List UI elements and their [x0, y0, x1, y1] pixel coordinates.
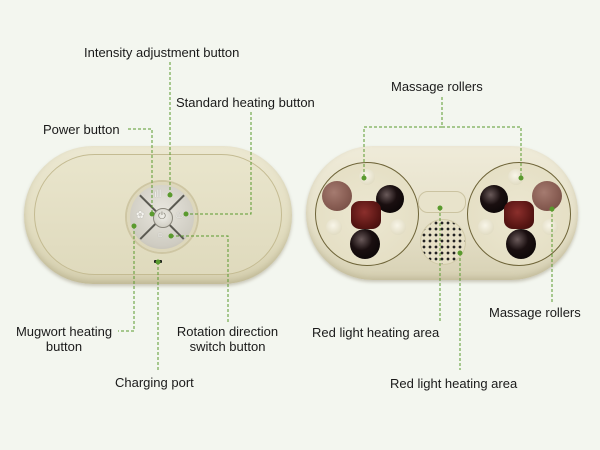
leaf-icon[interactable]: ✿: [136, 210, 145, 221]
massage-roller: [532, 181, 562, 211]
label-rotation-direction-switch-button: Rotation direction switch button: [170, 324, 285, 354]
massager-roller-side: [306, 146, 578, 280]
massage-roller: [480, 185, 508, 213]
circle-rotate-icon[interactable]: ○: [157, 230, 164, 241]
red-light-heating-window: [418, 191, 466, 213]
massage-roller-center: [351, 201, 381, 229]
control-pad: ıll ♨ ✿ ○ ⏻: [127, 182, 197, 252]
charging-port: [154, 260, 162, 263]
roller-disc-left: [315, 162, 419, 266]
label-massage-rollers-top: Massage rollers: [391, 79, 483, 94]
label-line: button: [45, 339, 83, 354]
heat-waves-icon[interactable]: ♨: [175, 210, 184, 221]
massager-control-side: ıll ♨ ✿ ○ ⏻: [24, 146, 292, 284]
label-mugwort-heating-button: Mugwort heating button: [10, 324, 118, 354]
label-intensity-adjustment-button: Intensity adjustment button: [84, 45, 240, 60]
roller-bump: [478, 219, 494, 235]
massage-roller: [506, 229, 536, 259]
massage-roller: [322, 181, 352, 211]
roller-bump: [359, 169, 375, 185]
label-line: Rotation direction: [176, 324, 279, 339]
label-standard-heating-button: Standard heating button: [176, 95, 315, 110]
label-massage-rollers-right: Massage rollers: [489, 305, 581, 320]
roller-bump: [326, 219, 342, 235]
label-line: switch button: [189, 339, 266, 354]
label-power-button: Power button: [43, 122, 120, 137]
massage-roller-center: [504, 201, 534, 229]
red-light-heating-grille: [420, 219, 466, 265]
power-button[interactable]: ⏻: [153, 208, 173, 228]
label-red-light-heating-area-1: Red light heating area: [312, 325, 440, 340]
roller-bump: [542, 219, 558, 235]
power-icon: ⏻: [158, 211, 166, 222]
roller-disc-right: [467, 162, 571, 266]
roller-bump: [390, 219, 406, 235]
signal-bars-icon[interactable]: ıll: [154, 189, 162, 200]
label-red-light-heating-area-2: Red light heating area: [390, 376, 518, 391]
label-charging-port: Charging port: [115, 375, 194, 390]
massage-roller: [350, 229, 380, 259]
label-line: Mugwort heating: [15, 324, 113, 339]
roller-bump: [508, 169, 524, 185]
